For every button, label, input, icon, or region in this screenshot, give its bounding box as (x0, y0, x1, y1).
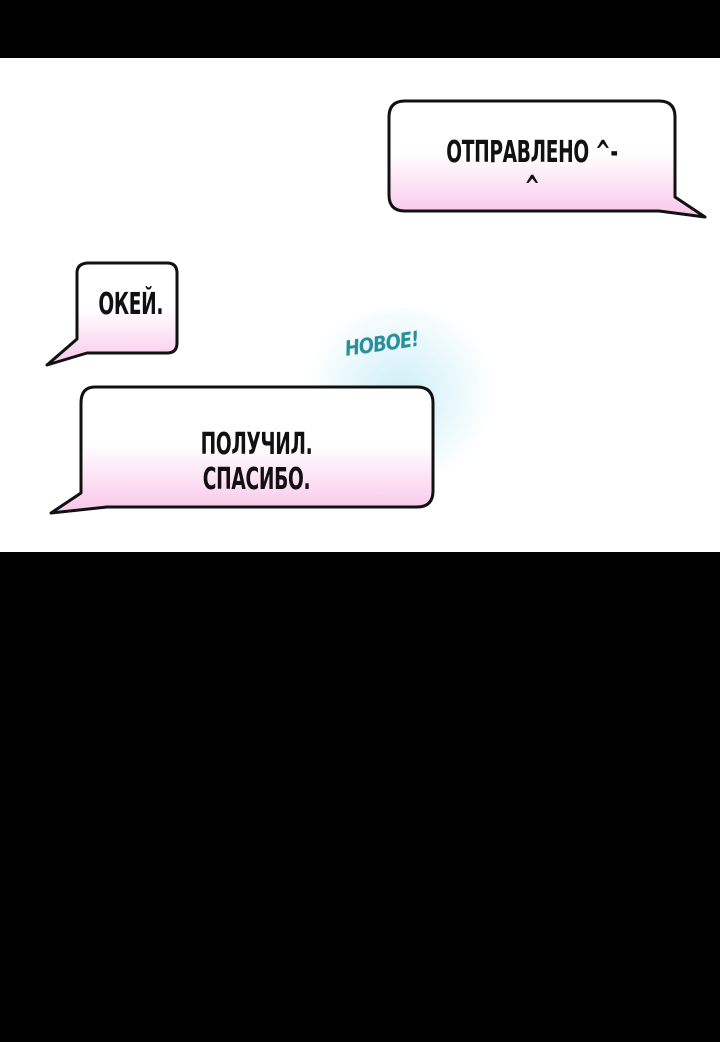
reply-bubble-short-shape (45, 261, 179, 367)
comic-panel: ОТПРАВЛЕНО ^-^ ОКЕЙ. НОВОЕ! (0, 58, 720, 552)
reply-bubble-long-shape (49, 385, 435, 515)
sent-message-bubble: ОТПРАВЛЕНО ^-^ (387, 99, 707, 219)
reply-short-text: ОКЕЙ. (98, 287, 164, 322)
sent-bubble-shape (387, 99, 707, 219)
sent-message-text: ОТПРАВЛЕНО ^-^ (446, 135, 618, 205)
reply-bubble-short: ОКЕЙ. (45, 261, 181, 367)
reply-bubble-long: ПОЛУЧИЛ. СПАСИБО. (49, 385, 435, 515)
reply-long-text: ПОЛУЧИЛ. СПАСИБО. (200, 427, 313, 497)
